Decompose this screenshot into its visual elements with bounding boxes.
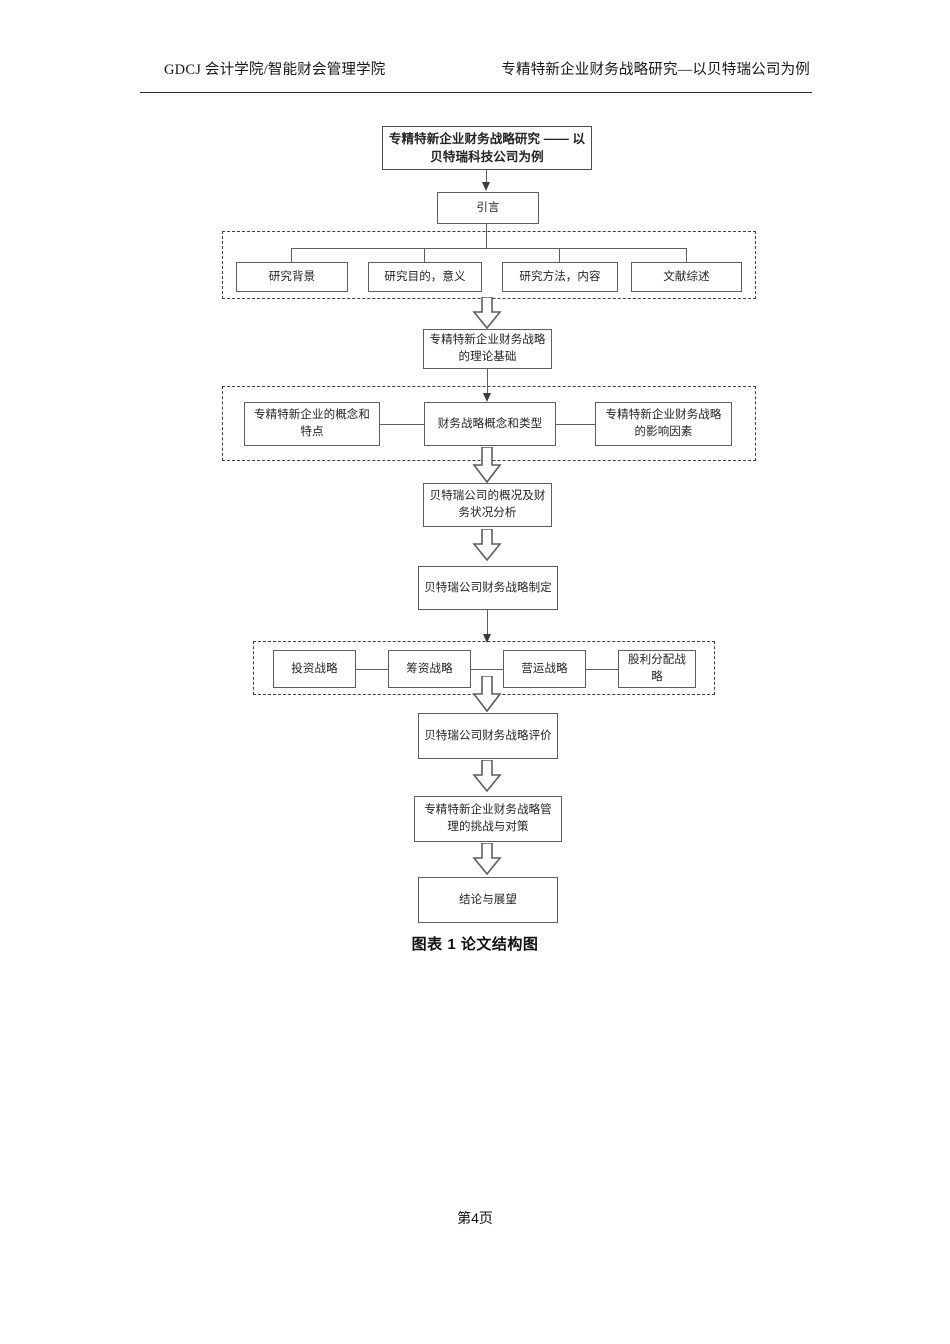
flow-node-financing-strategy-label: 筹资战略 xyxy=(406,662,453,675)
flow-node-influencing-factors-label: 专精特新企业财务战略的影响因素 xyxy=(605,409,722,438)
flow-node-title-label: 专精特新企业财务战略研究 —— 以贝特瑞科技公司为例 xyxy=(388,131,586,164)
flow-node-financing-strategy: 筹资战略 xyxy=(388,650,471,688)
figure-caption: 图表 1 论文结构图 xyxy=(411,936,539,953)
block-arrow-intro-to-theory xyxy=(470,297,504,331)
flow-node-challenges-label: 专精特新企业财务战略管理的挑战与对策 xyxy=(424,804,552,833)
flow-node-literature-review: 文献综述 xyxy=(631,262,742,292)
connector-intro-drop-2 xyxy=(424,248,426,264)
flow-node-challenges: 专精特新企业财务战略管理的挑战与对策 xyxy=(414,796,562,842)
block-arrow-theory-to-overview xyxy=(470,447,504,485)
flow-node-research-background: 研究背景 xyxy=(236,262,348,292)
page-footer-number: 第4页 xyxy=(457,1210,493,1226)
connector-intro-drop-4 xyxy=(686,248,688,264)
flow-node-research-background-label: 研究背景 xyxy=(268,270,316,283)
flow-node-research-purpose-label: 研究目的，意义 xyxy=(384,270,466,283)
block-arrow-overview-to-formulation xyxy=(470,529,504,563)
header-right-text: 专精特新企业财务战略研究—以贝特瑞公司为例 xyxy=(501,62,810,78)
flow-node-fin-strategy-concept: 财务战略概念和类型 xyxy=(424,402,556,446)
connector-intro-drop-1 xyxy=(291,248,293,264)
flow-node-conclusion: 结论与展望 xyxy=(418,877,558,923)
flow-node-intro: 引言 xyxy=(437,192,539,224)
header-left-text: GDCJ 会计学院/智能财会管理学院 xyxy=(164,62,386,78)
arrowhead-theory-to-center xyxy=(483,393,491,402)
connector-intro-stem xyxy=(486,224,488,249)
flow-node-investment-strategy-label: 投资战略 xyxy=(291,662,338,675)
thesis-structure-flowchart: 专精特新企业财务战略研究 —— 以贝特瑞科技公司为例 引言 研究背景 研究目的，… xyxy=(222,126,756,923)
arrowhead-formulation-to-group xyxy=(483,634,491,643)
flow-node-company-overview: 贝特瑞公司的概况及财务状况分析 xyxy=(423,483,552,527)
flow-node-influencing-factors: 专精特新企业财务战略的影响因素 xyxy=(595,402,732,446)
block-arrow-challenges-to-conclusion xyxy=(470,843,504,877)
connector-strategy-link-1 xyxy=(356,669,388,671)
flow-node-fin-strategy-concept-label: 财务战略概念和类型 xyxy=(437,417,543,430)
flow-node-strategy-evaluation-label: 贝特瑞公司财务战略评价 xyxy=(424,729,552,742)
arrowhead-title-to-intro xyxy=(482,182,490,191)
connector-strategy-link-2 xyxy=(471,669,503,671)
connector-theory-stem xyxy=(487,369,489,397)
flow-node-research-purpose: 研究目的，意义 xyxy=(368,262,482,292)
connector-intro-bus xyxy=(291,248,687,250)
connector-title-to-intro xyxy=(486,170,488,185)
flow-node-research-method: 研究方法，内容 xyxy=(502,262,618,292)
connector-strategy-link-3 xyxy=(586,669,618,671)
block-arrow-strategies-to-evaluation xyxy=(470,676,504,714)
flow-node-theory-basis-label: 专精特新企业财务战略的理论基础 xyxy=(429,334,546,363)
connector-intro-drop-3 xyxy=(559,248,561,264)
flow-node-sme-concept-label: 专精特新企业的概念和特点 xyxy=(254,409,370,438)
flow-node-investment-strategy: 投资战略 xyxy=(273,650,356,688)
flow-node-sme-concept: 专精特新企业的概念和特点 xyxy=(244,402,380,446)
connector-formulation-stem xyxy=(487,610,489,638)
flow-node-conclusion-label: 结论与展望 xyxy=(459,893,517,906)
flow-node-strategy-evaluation: 贝特瑞公司财务战略评价 xyxy=(418,713,558,759)
page-running-header: GDCJ 会计学院/智能财会管理学院 专精特新企业财务战略研究—以贝特瑞公司为例 xyxy=(140,58,812,93)
flow-node-title: 专精特新企业财务战略研究 —— 以贝特瑞科技公司为例 xyxy=(382,126,592,170)
flow-node-company-overview-label: 贝特瑞公司的概况及财务状况分析 xyxy=(429,490,546,519)
connector-theory-link-left xyxy=(380,424,424,426)
flow-node-strategy-formulation-label: 贝特瑞公司财务战略制定 xyxy=(424,581,552,594)
flow-node-theory-basis: 专精特新企业财务战略的理论基础 xyxy=(423,329,552,369)
connector-theory-link-right xyxy=(556,424,595,426)
flow-node-research-method-label: 研究方法，内容 xyxy=(519,270,601,283)
flow-node-literature-review-label: 文献综述 xyxy=(663,270,710,283)
flow-node-strategy-formulation: 贝特瑞公司财务战略制定 xyxy=(418,566,558,610)
flow-node-intro-label: 引言 xyxy=(476,201,500,214)
block-arrow-evaluation-to-challenges xyxy=(470,760,504,794)
flow-node-operating-strategy: 营运战略 xyxy=(503,650,586,688)
flow-node-dividend-strategy: 股利分配战略 xyxy=(618,650,696,688)
flow-node-dividend-strategy-label: 股利分配战略 xyxy=(628,654,686,683)
flow-node-operating-strategy-label: 营运战略 xyxy=(521,662,568,675)
